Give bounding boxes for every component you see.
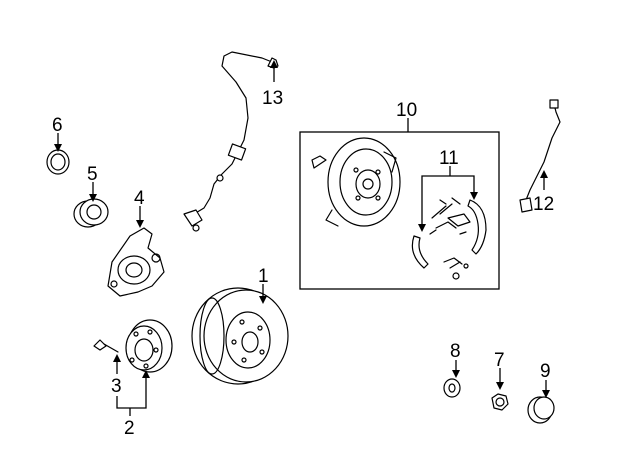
backing-plate-kit-box	[299, 131, 500, 290]
callout-1: 1	[258, 266, 269, 287]
steering-knuckle	[107, 227, 165, 297]
brake-hose	[519, 99, 561, 213]
wheel-bearing	[73, 198, 109, 228]
callout-9: 9	[540, 361, 551, 382]
callout-11: 11	[439, 148, 459, 169]
plate-clip	[311, 155, 327, 169]
shoe-hardware	[429, 197, 471, 280]
callout-13: 13	[262, 88, 283, 109]
callout-7: 7	[494, 350, 505, 371]
grease-cap	[527, 396, 555, 424]
brake-shoes	[411, 199, 487, 269]
hub-bolt	[93, 339, 119, 353]
callout-12: 12	[533, 194, 554, 215]
callout-4: 4	[134, 188, 145, 209]
callout-8: 8	[450, 341, 461, 362]
callout-2: 2	[124, 418, 135, 439]
backing-plate	[325, 137, 401, 227]
washer	[443, 378, 461, 398]
callout-labels: 13 6 5 4 1 3 2 8 7 9 12 11 10	[52, 88, 554, 439]
wheel-hub	[125, 319, 173, 373]
callout-6: 6	[52, 115, 63, 136]
hub-nut	[491, 393, 509, 411]
abs-sensor-wire	[183, 51, 279, 232]
snap-ring	[46, 149, 70, 175]
callout-10: 10	[396, 100, 417, 121]
callout-leaders	[54, 60, 550, 416]
callout-3: 3	[111, 376, 122, 397]
brake-drum	[191, 287, 289, 385]
callout-5: 5	[87, 164, 98, 185]
